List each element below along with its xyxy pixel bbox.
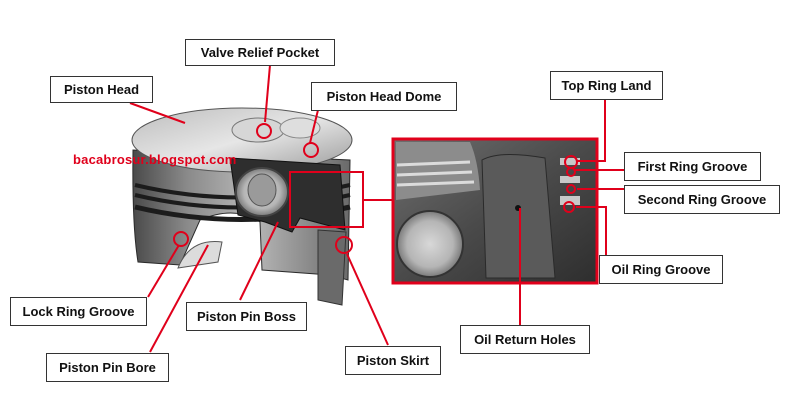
leader-valve-relief-pocket <box>264 64 271 123</box>
leader-oil-ring-groove <box>576 206 607 257</box>
label-valve-relief-pocket: Valve Relief Pocket <box>185 39 335 66</box>
label-piston-skirt: Piston Skirt <box>345 346 441 375</box>
callout-markers <box>173 123 578 254</box>
piston-pin-boss-hole <box>247 173 277 207</box>
piston-skirt-shape <box>317 229 347 306</box>
piston-illustration <box>131 107 353 306</box>
marker-valve-relief-pocket <box>256 123 272 139</box>
label-piston-pin-bore: Piston Pin Bore <box>46 353 169 382</box>
label-piston-pin-boss: Piston Pin Boss <box>186 302 307 331</box>
inset-web <box>481 153 556 279</box>
leader-piston-pin-bore <box>149 244 209 353</box>
valve-pocket-right <box>279 117 321 139</box>
marker-piston-head-dome <box>303 142 319 158</box>
leader-lines <box>129 64 624 353</box>
label-oil-ring-groove: Oil Ring Groove <box>599 255 723 284</box>
marker-oil-ring-groove <box>563 201 575 213</box>
label-piston-head: Piston Head <box>50 76 153 103</box>
leader-piston-skirt <box>346 253 389 346</box>
inset-pin-bore <box>396 210 464 278</box>
marker-first-ring-groove <box>566 167 576 177</box>
label-piston-head-dome: Piston Head Dome <box>311 82 457 111</box>
label-oil-return-holes: Oil Return Holes <box>460 325 590 354</box>
inset-groove-2 <box>560 176 580 183</box>
inset-groove-1 <box>560 158 580 165</box>
label-second-ring-groove: Second Ring Groove <box>624 185 780 214</box>
piston-bore-opening <box>177 241 223 269</box>
leader-lock-ring-groove <box>147 244 180 298</box>
leader-piston-pin-boss <box>239 221 279 301</box>
leader-piston-head-dome <box>309 109 319 144</box>
leader-top-ring-land <box>577 100 606 162</box>
marker-piston-skirt <box>335 236 353 254</box>
ring-detail-inset <box>391 137 599 285</box>
inset-groove-3 <box>560 196 580 205</box>
leader-piston-head <box>129 102 186 124</box>
label-top-ring-land: Top Ring Land <box>550 71 663 100</box>
label-first-ring-groove: First Ring Groove <box>624 152 761 181</box>
marker-lock-ring-groove <box>173 231 189 247</box>
marker-second-ring-groove <box>566 184 576 194</box>
label-lock-ring-groove: Lock Ring Groove <box>10 297 147 326</box>
watermark-text: bacabrosur.blogspot.com <box>73 152 237 167</box>
inset-ring-lands <box>396 160 475 187</box>
